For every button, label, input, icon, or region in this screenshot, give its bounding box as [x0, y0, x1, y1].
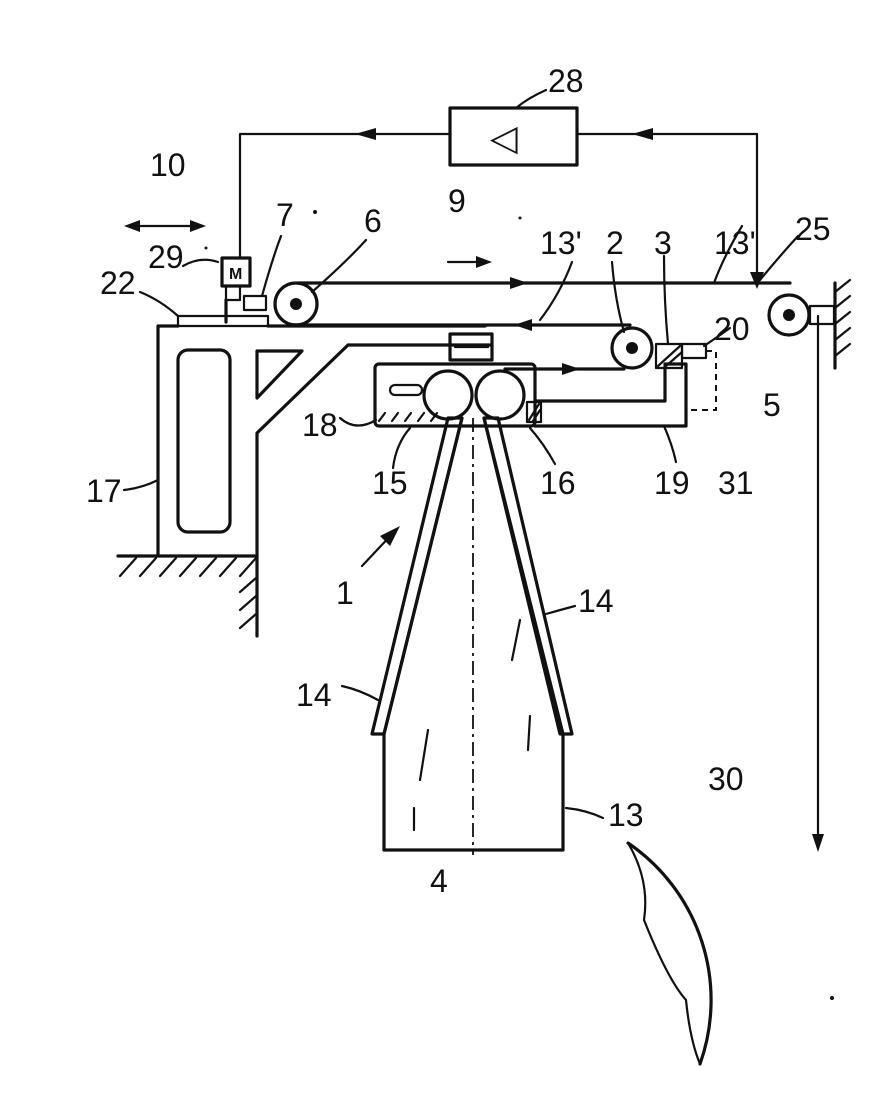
label-1: 1 — [336, 575, 354, 611]
amplifier-symbol: ◁ — [490, 118, 518, 159]
label-25: 25 — [795, 211, 831, 247]
label-18: 18 — [302, 407, 338, 443]
double-arrow-10 — [124, 220, 206, 232]
label-5: 5 — [763, 387, 781, 423]
arrow-left-icon — [632, 128, 653, 140]
clamp-top — [450, 334, 492, 360]
label-29: 29 — [148, 239, 184, 275]
arrow-left-icon — [514, 319, 532, 331]
control-loop: ◁ — [240, 108, 764, 289]
label-19: 19 — [654, 465, 690, 501]
roller-15 — [424, 371, 472, 419]
label-4: 4 — [430, 863, 448, 899]
base-plate-22 — [178, 316, 268, 326]
arrow-right-icon — [562, 363, 580, 375]
label-9: 9 — [448, 183, 466, 219]
label-13-prime-right: 13' — [714, 225, 756, 261]
fixed-mount — [810, 280, 850, 368]
label-31: 31 — [718, 465, 754, 501]
direction-arrow-9 — [448, 256, 492, 268]
reel-30 — [628, 843, 711, 1064]
arrow-left-icon — [355, 128, 376, 140]
label-14-right: 14 — [578, 583, 614, 619]
reference-labels: 28 10 9 7 6 13' 2 3 13' 25 29 22 20 5 18… — [86, 63, 831, 899]
label-3: 3 — [654, 225, 672, 261]
arrow-down-icon — [812, 834, 824, 852]
reel-outline — [628, 843, 711, 1064]
frame-slot — [178, 350, 230, 532]
label-16: 16 — [540, 465, 576, 501]
arrow-1 — [362, 526, 400, 566]
label-10: 10 — [150, 147, 186, 183]
frame-gusset — [257, 351, 302, 398]
label-15: 15 — [372, 465, 408, 501]
label-13: 13 — [608, 797, 644, 833]
label-20: 20 — [714, 311, 750, 347]
arm-19 — [535, 344, 716, 426]
roller-16 — [476, 371, 524, 419]
label-6: 6 — [364, 203, 382, 239]
label-22: 22 — [100, 265, 136, 301]
web-path — [294, 277, 824, 852]
label-14-left: 14 — [296, 677, 332, 713]
arrow-down-icon — [750, 272, 764, 289]
label-2: 2 — [606, 225, 624, 261]
label-28: 28 — [548, 63, 584, 99]
feedback-line-left — [240, 134, 450, 258]
arrow-right-icon — [510, 277, 528, 289]
motor-assembly: M — [178, 258, 268, 326]
motor-label: M — [229, 266, 242, 283]
label-7: 7 — [276, 197, 294, 233]
ground-hatch — [120, 558, 256, 628]
label-13-prime-left: 13' — [540, 225, 582, 261]
label-17: 17 — [86, 473, 122, 509]
label-30: 30 — [708, 761, 744, 797]
